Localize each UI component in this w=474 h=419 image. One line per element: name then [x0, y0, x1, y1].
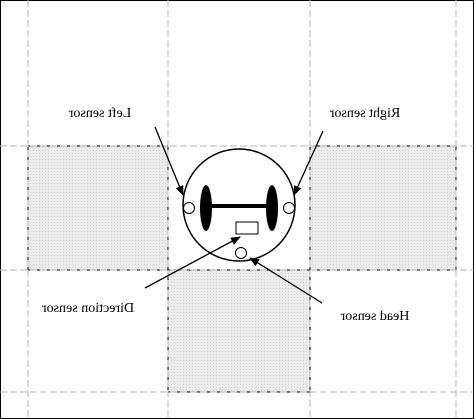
left-sensor-label: Left sensor — [68, 106, 131, 121]
head-sensor-arrow — [249, 257, 323, 304]
left-sensor-arrow — [154, 126, 184, 196]
right-cell — [309, 145, 457, 271]
head-sensor-label: Head sensor — [340, 309, 409, 324]
left-wheel — [200, 185, 212, 231]
left-cell — [27, 145, 169, 271]
direction-sensor-box — [235, 221, 259, 235]
right-sensor-arrow — [293, 130, 324, 196]
left-sensor-dot — [183, 202, 195, 214]
right-sensor-label: Right sensor — [329, 106, 400, 121]
shaded-cells — [27, 145, 457, 393]
right-sensor-dot — [283, 202, 295, 214]
labels: Left sensor Right sensor Direction senso… — [42, 106, 410, 324]
head-sensor-dot — [235, 247, 247, 259]
direction-sensor-label: Direction sensor — [42, 301, 134, 316]
bottom-cell — [167, 269, 311, 393]
right-wheel — [266, 185, 278, 231]
arrows — [144, 126, 324, 304]
robot — [182, 148, 296, 262]
direction-sensor-arrow — [144, 236, 241, 289]
